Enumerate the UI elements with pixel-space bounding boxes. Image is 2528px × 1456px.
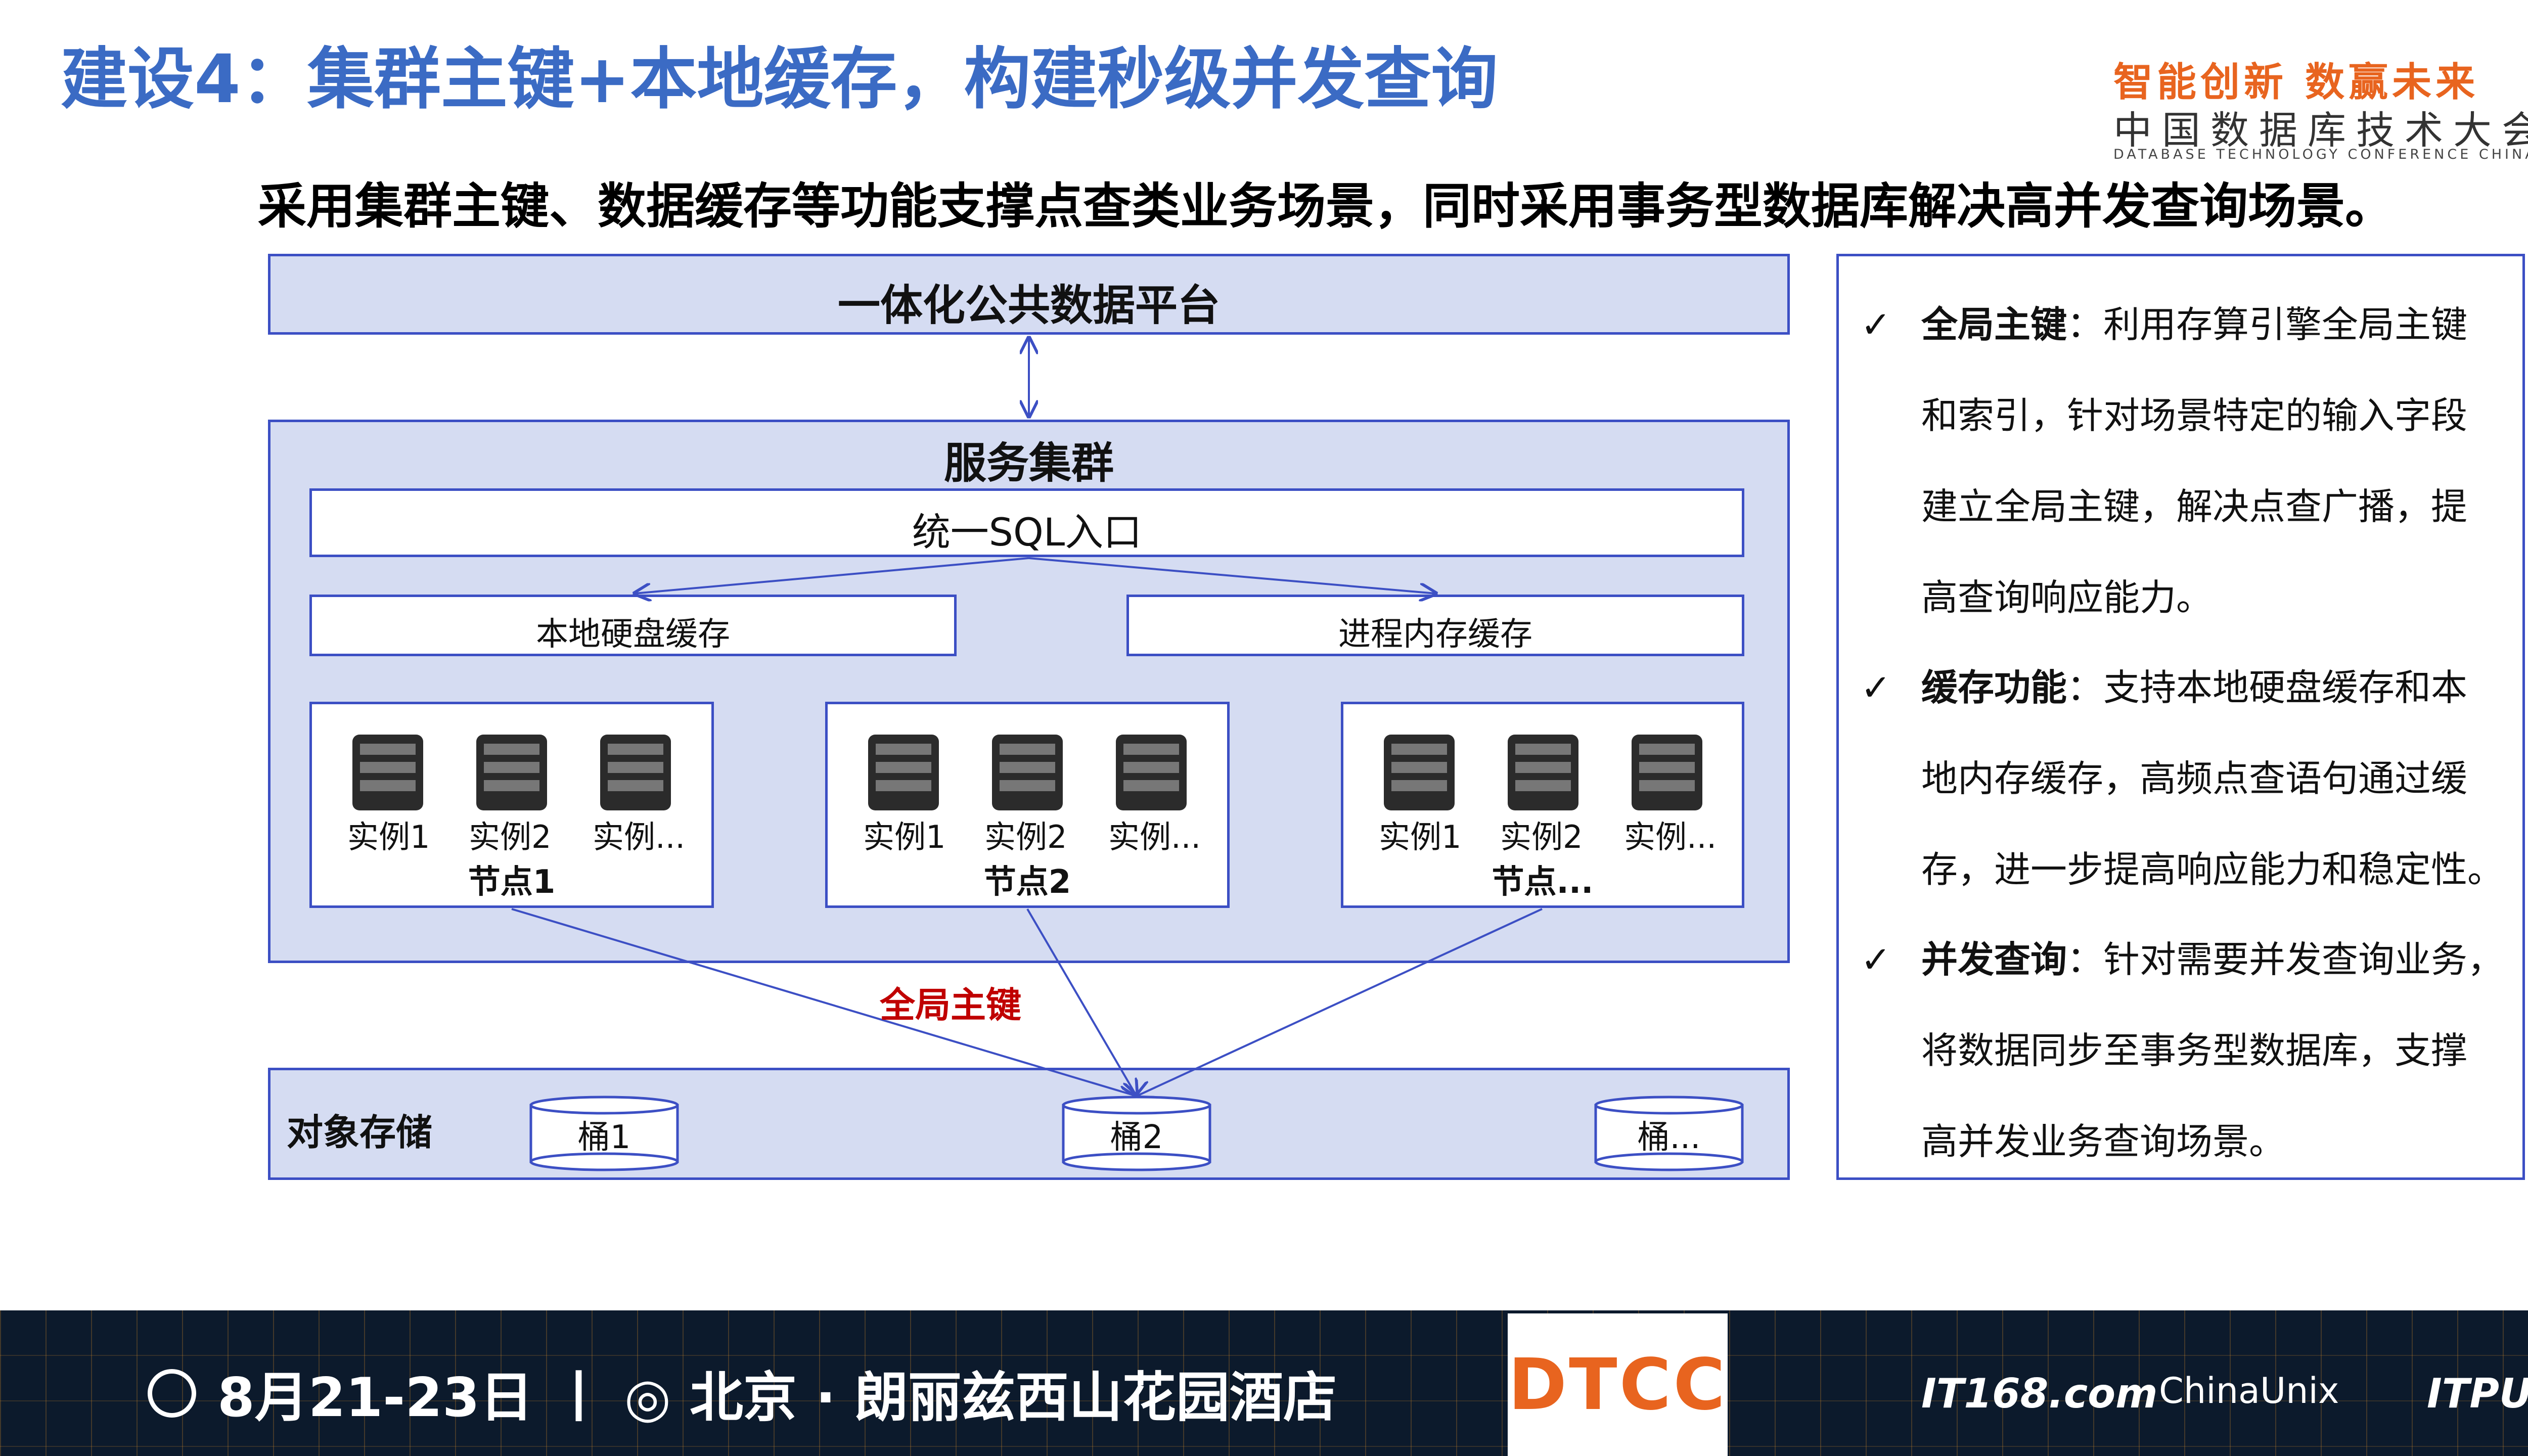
page-title: 建设4：集群主键+本地缓存，构建秒级并发查询 bbox=[61, 40, 1498, 118]
server-icon bbox=[1384, 735, 1455, 810]
node3-to-bucket-arrow bbox=[1137, 908, 1543, 1096]
node-label: 节点... bbox=[1492, 863, 1594, 901]
sql-to-memory-cache-arrow bbox=[1028, 557, 1436, 594]
feature-title: 缓存功能 bbox=[1921, 666, 2067, 709]
diagram-connectors bbox=[511, 0, 1744, 1171]
dtcc-logo-text: DTCC bbox=[1508, 1344, 1728, 1426]
feature-text: ：针对需要并发查询业务， bbox=[2067, 938, 2504, 981]
local-disk-cache-label: 本地硬盘缓存 bbox=[536, 616, 730, 653]
bucket-label: 桶... bbox=[1637, 1119, 1701, 1156]
node-box-3: 实例1 实例2 实例... 节点... bbox=[1341, 702, 1744, 908]
instance-label: 实例1 bbox=[1379, 818, 1462, 855]
feature-text: 建立全局主键，解决点查广播，提 bbox=[1921, 485, 2468, 528]
global-key-label: 全局主键 bbox=[880, 984, 1021, 1026]
feature-text: 将数据同步至事务型数据库，支撑 bbox=[1921, 1029, 2468, 1072]
server-icon bbox=[868, 735, 939, 810]
object-storage-box: 对象存储 bbox=[268, 1068, 1790, 1180]
feature-text: 高查询响应能力。 bbox=[1921, 576, 2213, 619]
server-icon bbox=[476, 735, 547, 810]
node-box-1: 实例1 实例2 实例... 节点1 bbox=[309, 702, 714, 908]
feature-text: 和索引，针对场景特定的输入字段 bbox=[1921, 394, 2468, 437]
clock-icon bbox=[148, 1369, 196, 1418]
object-storage-label: 对象存储 bbox=[287, 1111, 433, 1154]
partner-logo-itpub: ITPUB bbox=[2427, 1370, 2528, 1417]
node-label: 节点2 bbox=[983, 863, 1071, 901]
instance-label: 实例2 bbox=[1500, 818, 1583, 855]
conference-slogan: 智能创新 数赢未来 bbox=[2113, 60, 2479, 105]
server-icons-node-2 bbox=[868, 735, 1187, 810]
instance-label: 实例1 bbox=[347, 818, 430, 855]
feature-text: ：利用存算引擎全局主键 bbox=[2067, 303, 2468, 346]
node-box-2: 实例1 实例2 实例... 节点2 bbox=[825, 702, 1230, 908]
page-subtitle: 采用集群主键、数据缓存等功能支撑点查类业务场景，同时采用事务型数据库解决高并发查… bbox=[258, 178, 2394, 235]
dtcc-logo: DTCC bbox=[1508, 1313, 1728, 1456]
feature-text: ：支持本地硬盘缓存和本 bbox=[2067, 666, 2468, 709]
server-icon bbox=[992, 735, 1063, 810]
local-disk-cache-box: 本地硬盘缓存 bbox=[309, 595, 957, 656]
node-label: 节点1 bbox=[468, 863, 556, 901]
bucket-label: 桶2 bbox=[1110, 1119, 1163, 1156]
sql-entry-label: 统一SQL入口 bbox=[912, 510, 1142, 555]
server-icons-node-1 bbox=[352, 735, 671, 810]
process-memory-cache-label: 进程内存缓存 bbox=[1338, 616, 1532, 653]
partner-logo-it168: IT168.com bbox=[1921, 1370, 2158, 1417]
check-icon: ✓ bbox=[1861, 666, 1891, 709]
feature-cache: ✓ 缓存功能：支持本地硬盘缓存和本 地内存缓存，高频点查语句通过缓 存，进一步提高… bbox=[1861, 642, 2504, 915]
server-icon bbox=[1508, 735, 1578, 810]
instance-label: 实例... bbox=[1624, 818, 1717, 855]
node1-to-bucket-arrow bbox=[511, 908, 1137, 1096]
feature-global-key: ✓ 全局主键：利用存算引擎全局主键 和索引，针对场景特定的输入字段 建立全局主键，… bbox=[1861, 279, 2467, 643]
feature-title: 并发查询 bbox=[1921, 938, 2067, 981]
feature-text: 高并发业务查询场景。 bbox=[1921, 1120, 2286, 1163]
partner-logo-chinaunix: ChinaUnix bbox=[2159, 1370, 2339, 1412]
instance-label: 实例1 bbox=[863, 818, 946, 855]
server-icon bbox=[352, 735, 423, 810]
node2-to-bucket-arrow bbox=[1026, 908, 1137, 1096]
feature-panel bbox=[1836, 254, 2525, 1180]
feature-title: 全局主键 bbox=[1921, 303, 2067, 346]
conference-english-name: DATABASE TECHNOLOGY CONFERENCE CHINA bbox=[2113, 147, 2528, 162]
feature-concurrent-query: ✓ 并发查询：针对需要并发查询业务， 将数据同步至事务型数据库，支撑 高并发业务查… bbox=[1861, 914, 2504, 1187]
footer-date-venue: 8月21-23日 丨 ◎ 北京 · 朗丽兹西山花园酒店 bbox=[217, 1367, 1337, 1429]
server-icon bbox=[600, 735, 671, 810]
footer-banner: 8月21-23日 丨 ◎ 北京 · 朗丽兹西山花园酒店 bbox=[0, 1310, 2528, 1456]
instance-label: 实例2 bbox=[984, 818, 1067, 855]
check-icon: ✓ bbox=[1861, 938, 1891, 981]
feature-text: 存，进一步提高响应能力和稳定性。 bbox=[1921, 848, 2504, 891]
bucket-cylinder-1 bbox=[529, 1096, 679, 1171]
bucket-cylinder-2 bbox=[1062, 1096, 1211, 1171]
platform-box: 一体化公共数据平台 bbox=[268, 254, 1790, 335]
check-icon: ✓ bbox=[1861, 303, 1891, 346]
bucket-label: 桶1 bbox=[577, 1119, 631, 1156]
instance-label: 实例2 bbox=[469, 818, 552, 855]
bucket-cylinder-3 bbox=[1594, 1096, 1744, 1171]
platform-label: 一体化公共数据平台 bbox=[837, 281, 1220, 330]
instance-label: 实例... bbox=[1108, 818, 1201, 855]
sql-entry-box: 统一SQL入口 bbox=[309, 488, 1744, 557]
server-icons-node-3 bbox=[1384, 735, 1702, 810]
sql-to-disk-cache-arrow bbox=[635, 557, 1029, 594]
service-cluster-label: 服务集群 bbox=[943, 438, 1114, 488]
server-icon bbox=[1632, 735, 1702, 810]
feature-text: 地内存缓存，高频点查语句通过缓 bbox=[1921, 757, 2468, 800]
conference-name: 中国数据库技术大会 bbox=[2113, 108, 2528, 153]
footer-circuit-pattern bbox=[0, 1310, 2528, 1456]
server-icon bbox=[1116, 735, 1187, 810]
instance-label: 实例... bbox=[593, 818, 686, 855]
